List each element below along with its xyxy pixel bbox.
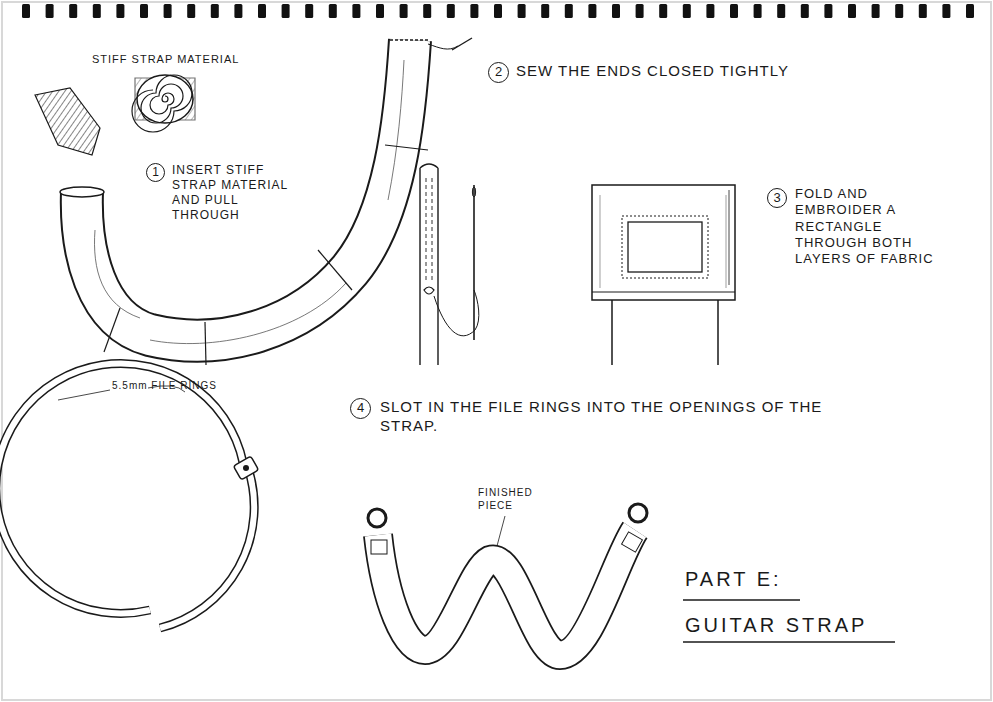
title-underline (683, 641, 895, 643)
dimension-label: 5.5mm FILE RINGS (112, 380, 217, 393)
fabric-folds (600, 195, 726, 288)
binding-ring (612, 4, 620, 18)
seam (318, 250, 352, 290)
sewn-end (390, 39, 430, 41)
binding-ring (919, 4, 927, 18)
file-ring (629, 504, 647, 522)
binding-ring (518, 4, 526, 18)
fabric-swatch (35, 88, 100, 155)
binding-ring (777, 4, 785, 18)
hinge-pin (243, 465, 249, 471)
binding-ring (895, 4, 903, 18)
binding-ring (376, 4, 384, 18)
binding-ring (848, 4, 856, 18)
needle (452, 38, 472, 50)
knot (424, 287, 434, 294)
fold-line (592, 292, 735, 293)
page-title: PART E: GUITAR STRAP (685, 556, 875, 648)
binding-ring (164, 4, 172, 18)
ring-hinge (233, 456, 258, 480)
needle (473, 185, 475, 340)
binding-ring (447, 4, 455, 18)
binding-ring (329, 4, 337, 18)
binding-ring (234, 4, 242, 18)
leader-line (497, 516, 505, 546)
embroidered-rectangle (371, 540, 387, 554)
embroidery-stitches (622, 216, 708, 278)
binding-ring (494, 4, 502, 18)
binding-ring (565, 4, 573, 18)
binding-ring (588, 4, 596, 18)
file-ring-outline (160, 468, 254, 628)
binding-ring (187, 4, 195, 18)
binding-ring (706, 4, 714, 18)
binding-ring (69, 4, 77, 18)
callout-number: 1 (146, 163, 165, 182)
binding-ring (400, 4, 408, 18)
strap-roll (137, 75, 193, 123)
needle-eye (472, 187, 475, 197)
fabric-folds (95, 60, 404, 344)
stitches (426, 178, 432, 282)
binding-ring (93, 4, 101, 18)
embroidered-rectangle (622, 532, 643, 552)
file-ring-fill (160, 468, 254, 628)
binding-ring (754, 4, 762, 18)
strap-edge (420, 164, 438, 365)
callout-number: 2 (488, 62, 509, 83)
callout-label: FINISHED PIECE (478, 487, 558, 512)
binding-ring (22, 4, 30, 18)
binding-ring (423, 4, 431, 18)
strap-tube-outline (82, 40, 410, 341)
binding-ring (636, 4, 644, 18)
file-ring-outline (0, 363, 245, 613)
embroidered-rectangle (628, 222, 702, 272)
binding-ring (470, 4, 478, 18)
seam (205, 322, 206, 365)
binding-ring (824, 4, 832, 18)
binding-ring (942, 4, 950, 18)
binding-ring (116, 4, 124, 18)
leader-line (58, 390, 110, 400)
binding-ring (683, 4, 691, 18)
finished-strap-outline (378, 530, 635, 655)
step-text: SLOT IN THE FILE RINGS INTO THE OPENINGS… (380, 398, 870, 436)
binding-ring (659, 4, 667, 18)
strap-body (612, 300, 718, 365)
title-underline (683, 599, 800, 601)
binding-ring (966, 4, 974, 18)
binding-ring (801, 4, 809, 18)
binding-ring (541, 4, 549, 18)
material-label: STIFF STRAP MATERIAL (92, 53, 272, 67)
file-ring (368, 509, 386, 527)
binding-ring (305, 4, 313, 18)
step-text: SEW THE ENDS CLOSED TIGHTLY (516, 62, 789, 81)
spiral-binding (22, 4, 974, 18)
binding-ring (730, 4, 738, 18)
finished-strap-fill (378, 530, 635, 655)
binding-ring (211, 4, 219, 18)
callout-number: 4 (350, 398, 371, 419)
callout-number: 3 (767, 188, 787, 208)
seam (104, 308, 120, 352)
strap-tube-fill (82, 40, 410, 341)
strap-opening (60, 187, 104, 197)
fold-line (729, 190, 730, 285)
seam (385, 145, 428, 150)
thread (434, 290, 479, 336)
binding-ring (872, 4, 880, 18)
binding-ring (258, 4, 266, 18)
binding-ring (46, 4, 54, 18)
binding-ring (282, 4, 290, 18)
step-text: FOLD AND EMBROIDER A RECTANGLE THROUGH B… (795, 186, 937, 267)
binding-ring (140, 4, 148, 18)
step-text: INSERT STIFF STRAP MATERIAL AND PULL THR… (172, 163, 290, 223)
roll-spiral (132, 75, 192, 132)
file-ring-fill (0, 363, 245, 613)
binding-ring (352, 4, 360, 18)
folded-end (592, 185, 735, 300)
